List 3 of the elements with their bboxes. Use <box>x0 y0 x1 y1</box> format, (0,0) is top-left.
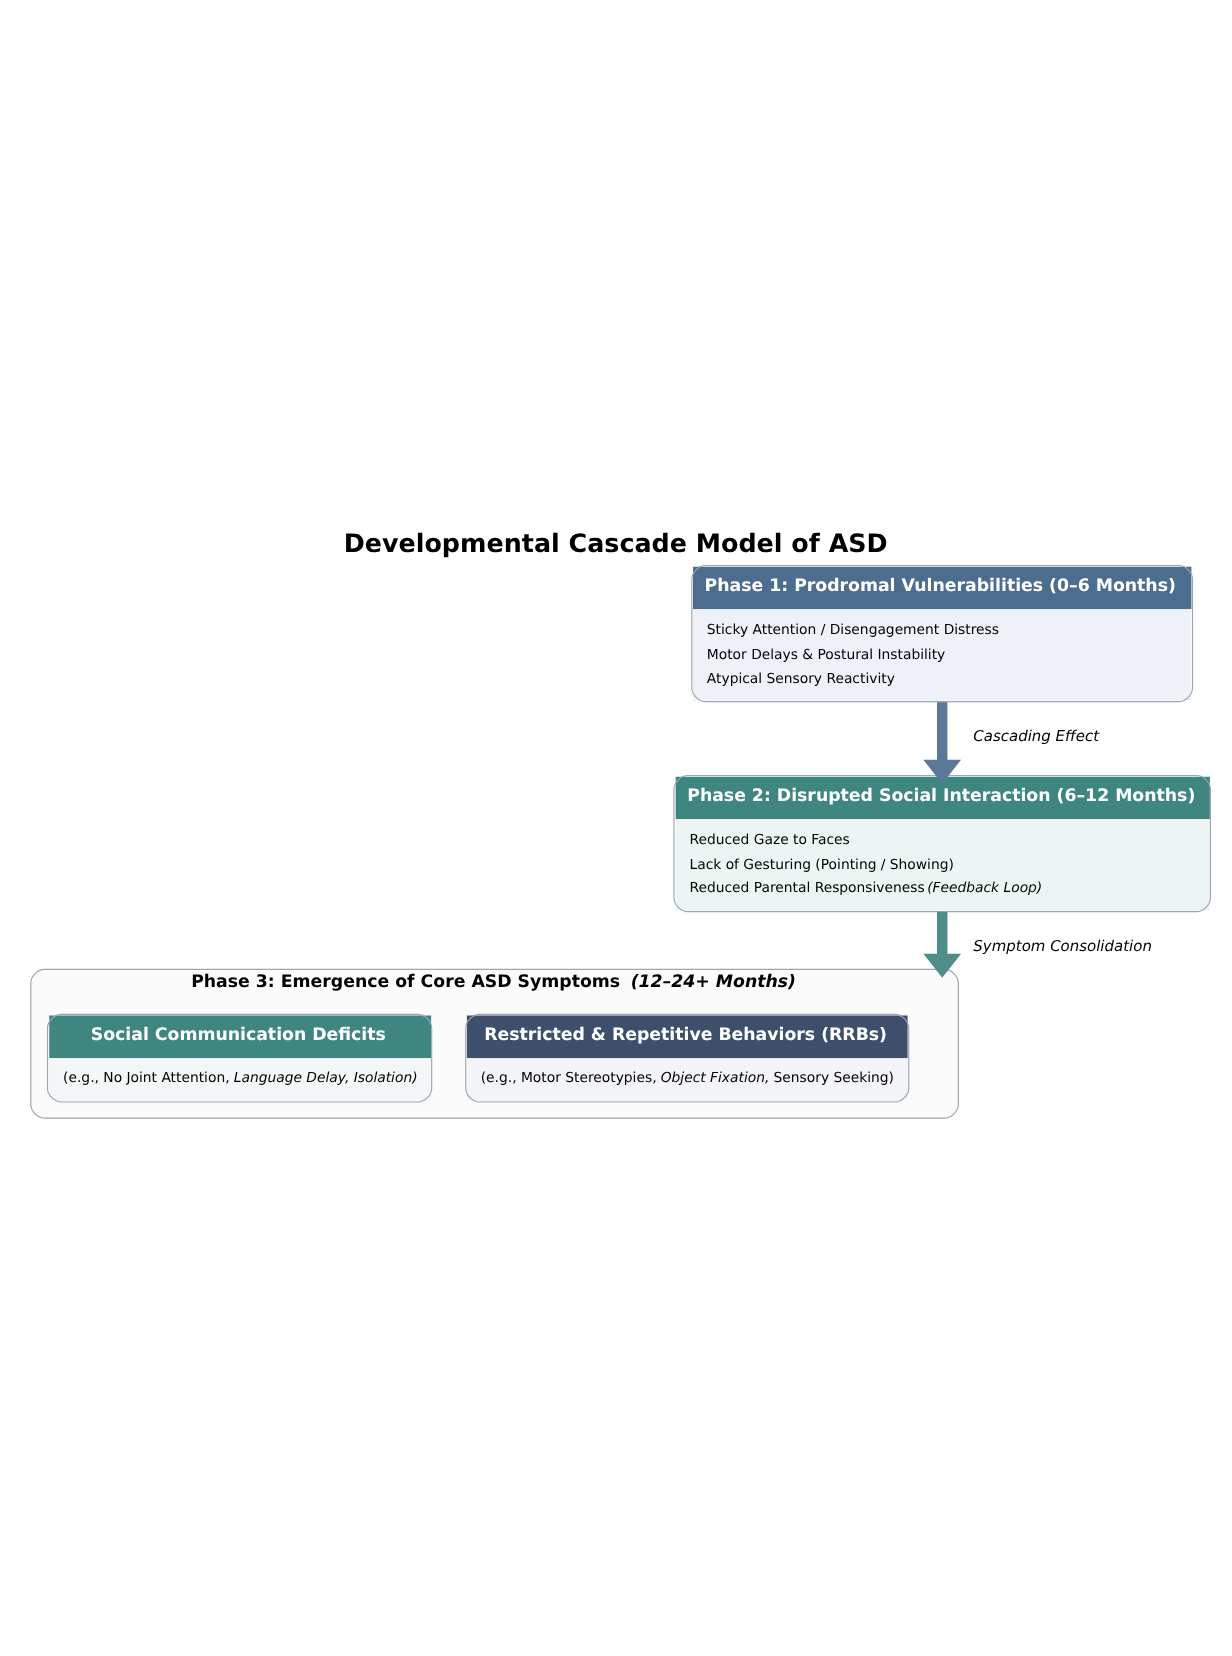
arrow <box>923 702 962 784</box>
diagram-title: Developmental Cascade Model of ASD <box>343 528 888 559</box>
arrow <box>923 911 962 978</box>
